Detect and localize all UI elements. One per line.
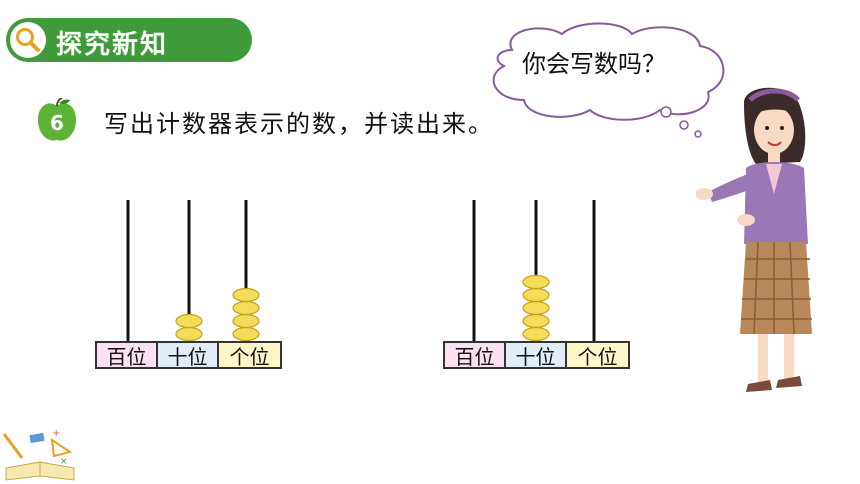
label-ones: 个位: [567, 343, 628, 369]
bead: [175, 313, 203, 329]
bead: [232, 300, 260, 316]
label-hundreds: 百位: [97, 343, 158, 369]
bead: [232, 326, 260, 342]
label-tens: 十位: [158, 343, 219, 369]
abacus-2-labels: 百位 十位 个位: [443, 341, 630, 369]
bead: [522, 274, 550, 290]
label-ones: 个位: [219, 343, 280, 369]
abacus-1-labels: 百位 十位 个位: [95, 341, 282, 369]
svg-text:+: +: [52, 428, 60, 439]
speech-bubble: [492, 22, 725, 138]
svg-text:×: ×: [60, 457, 68, 467]
bead: [175, 326, 203, 342]
bead: [522, 300, 550, 316]
stationery-decoration-icon: + ×: [2, 428, 75, 481]
apple-number-icon: 6: [36, 97, 78, 144]
label-tens: 十位: [506, 343, 567, 369]
speech-text: 你会写数吗？: [522, 50, 666, 78]
label-hundreds: 百位: [445, 343, 506, 369]
section-title: 探究新知: [56, 30, 169, 60]
bead: [232, 287, 260, 303]
teacher-illustration: [696, 87, 812, 392]
abacus-1: [126, 200, 260, 342]
bead: [232, 313, 260, 329]
problem-number: 6: [50, 111, 64, 135]
bead: [522, 326, 550, 342]
search-icon: [10, 22, 46, 58]
bead: [522, 287, 550, 303]
problem-text: 写出计数器表示的数，并读出来。: [104, 110, 494, 138]
abacus-2: [472, 200, 596, 342]
section-banner: 探究新知: [6, 18, 252, 62]
bead: [522, 313, 550, 329]
